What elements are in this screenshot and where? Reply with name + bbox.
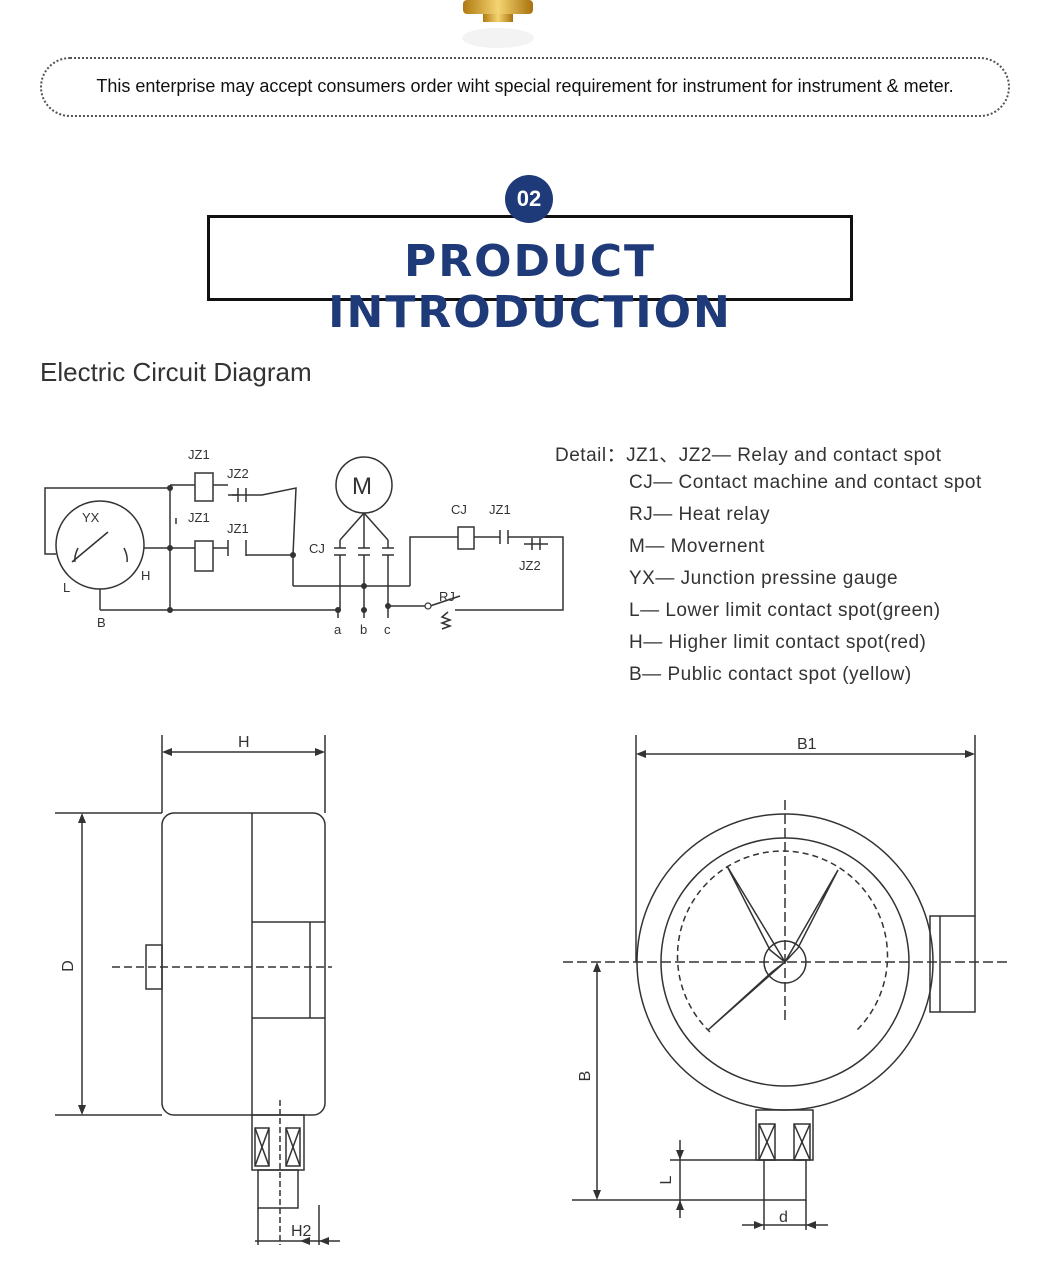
front-view-arrows [593,750,975,1229]
label-jz1-mid: JZ1 [188,510,210,525]
detail-item: RJ— Heat relay [629,504,771,525]
dim-label-l: L [658,1175,675,1184]
page-title: PRODUCT INTRODUCTION [328,236,732,338]
dim-label-d: D [60,960,77,972]
dim-label-b: B [577,1071,594,1082]
circuit-diagram [44,456,564,630]
dim-label-h2: H2 [291,1223,312,1240]
dim-label-small-d: d [779,1209,788,1226]
detail-item: YX— Junction pressine gauge [629,568,899,589]
label-yx: YX [82,510,100,525]
label-jz1-right: JZ1 [489,502,511,517]
label-terminal-a: a [334,622,342,637]
label-jz2-right: JZ2 [519,558,541,573]
detail-item: JZ1、JZ2— Relay and contact spot [626,445,942,466]
label-jz1-top: JZ1 [188,447,210,462]
label-l: L [63,580,70,595]
circuit-diagram-heading: Electric Circuit Diagram [40,357,312,387]
side-view-drawing [55,735,340,1245]
label-rj: RJ [439,589,455,604]
brass-fitting-image [462,0,534,48]
section-number-badge: 02 [505,175,553,223]
detail-item: B— Public contact spot (yellow) [629,664,912,685]
front-view-drawing [563,735,1007,1230]
detail-item: CJ— Contact machine and contact spot [629,472,982,493]
detail-item: H— Higher limit contact spot(red) [629,632,927,653]
label-cj-right: CJ [451,502,467,517]
label-terminal-b: b [360,622,367,637]
label-b: B [97,615,106,630]
notice-text: This enterprise may accept consumers ord… [96,76,954,96]
side-view-arrows [78,748,329,1245]
dim-label-h: H [238,734,250,751]
detail-prefix: Detail： [555,445,627,466]
detail-item: L— Lower limit contact spot(green) [629,600,941,621]
label-terminal-c: c [384,622,391,637]
label-cj-left: CJ [309,541,325,556]
circuit-labels: JZ1 JZ2 JZ1 JZ1 YX L H B M CJ CJ JZ1 JZ2… [63,447,541,637]
label-motor: M [352,473,372,500]
label-jz2-top: JZ2 [227,466,249,481]
dim-label-b1: B1 [797,736,817,753]
circuit-junction-dots [167,485,391,613]
detail-line-1: Detail：JZ1、JZ2— Relay and contact spot [555,440,942,467]
detail-item: M— Movernent [629,536,765,557]
label-h: H [141,568,150,583]
notice-banner: This enterprise may accept consumers ord… [40,57,1010,117]
label-jz1-mid2: JZ1 [227,521,249,536]
